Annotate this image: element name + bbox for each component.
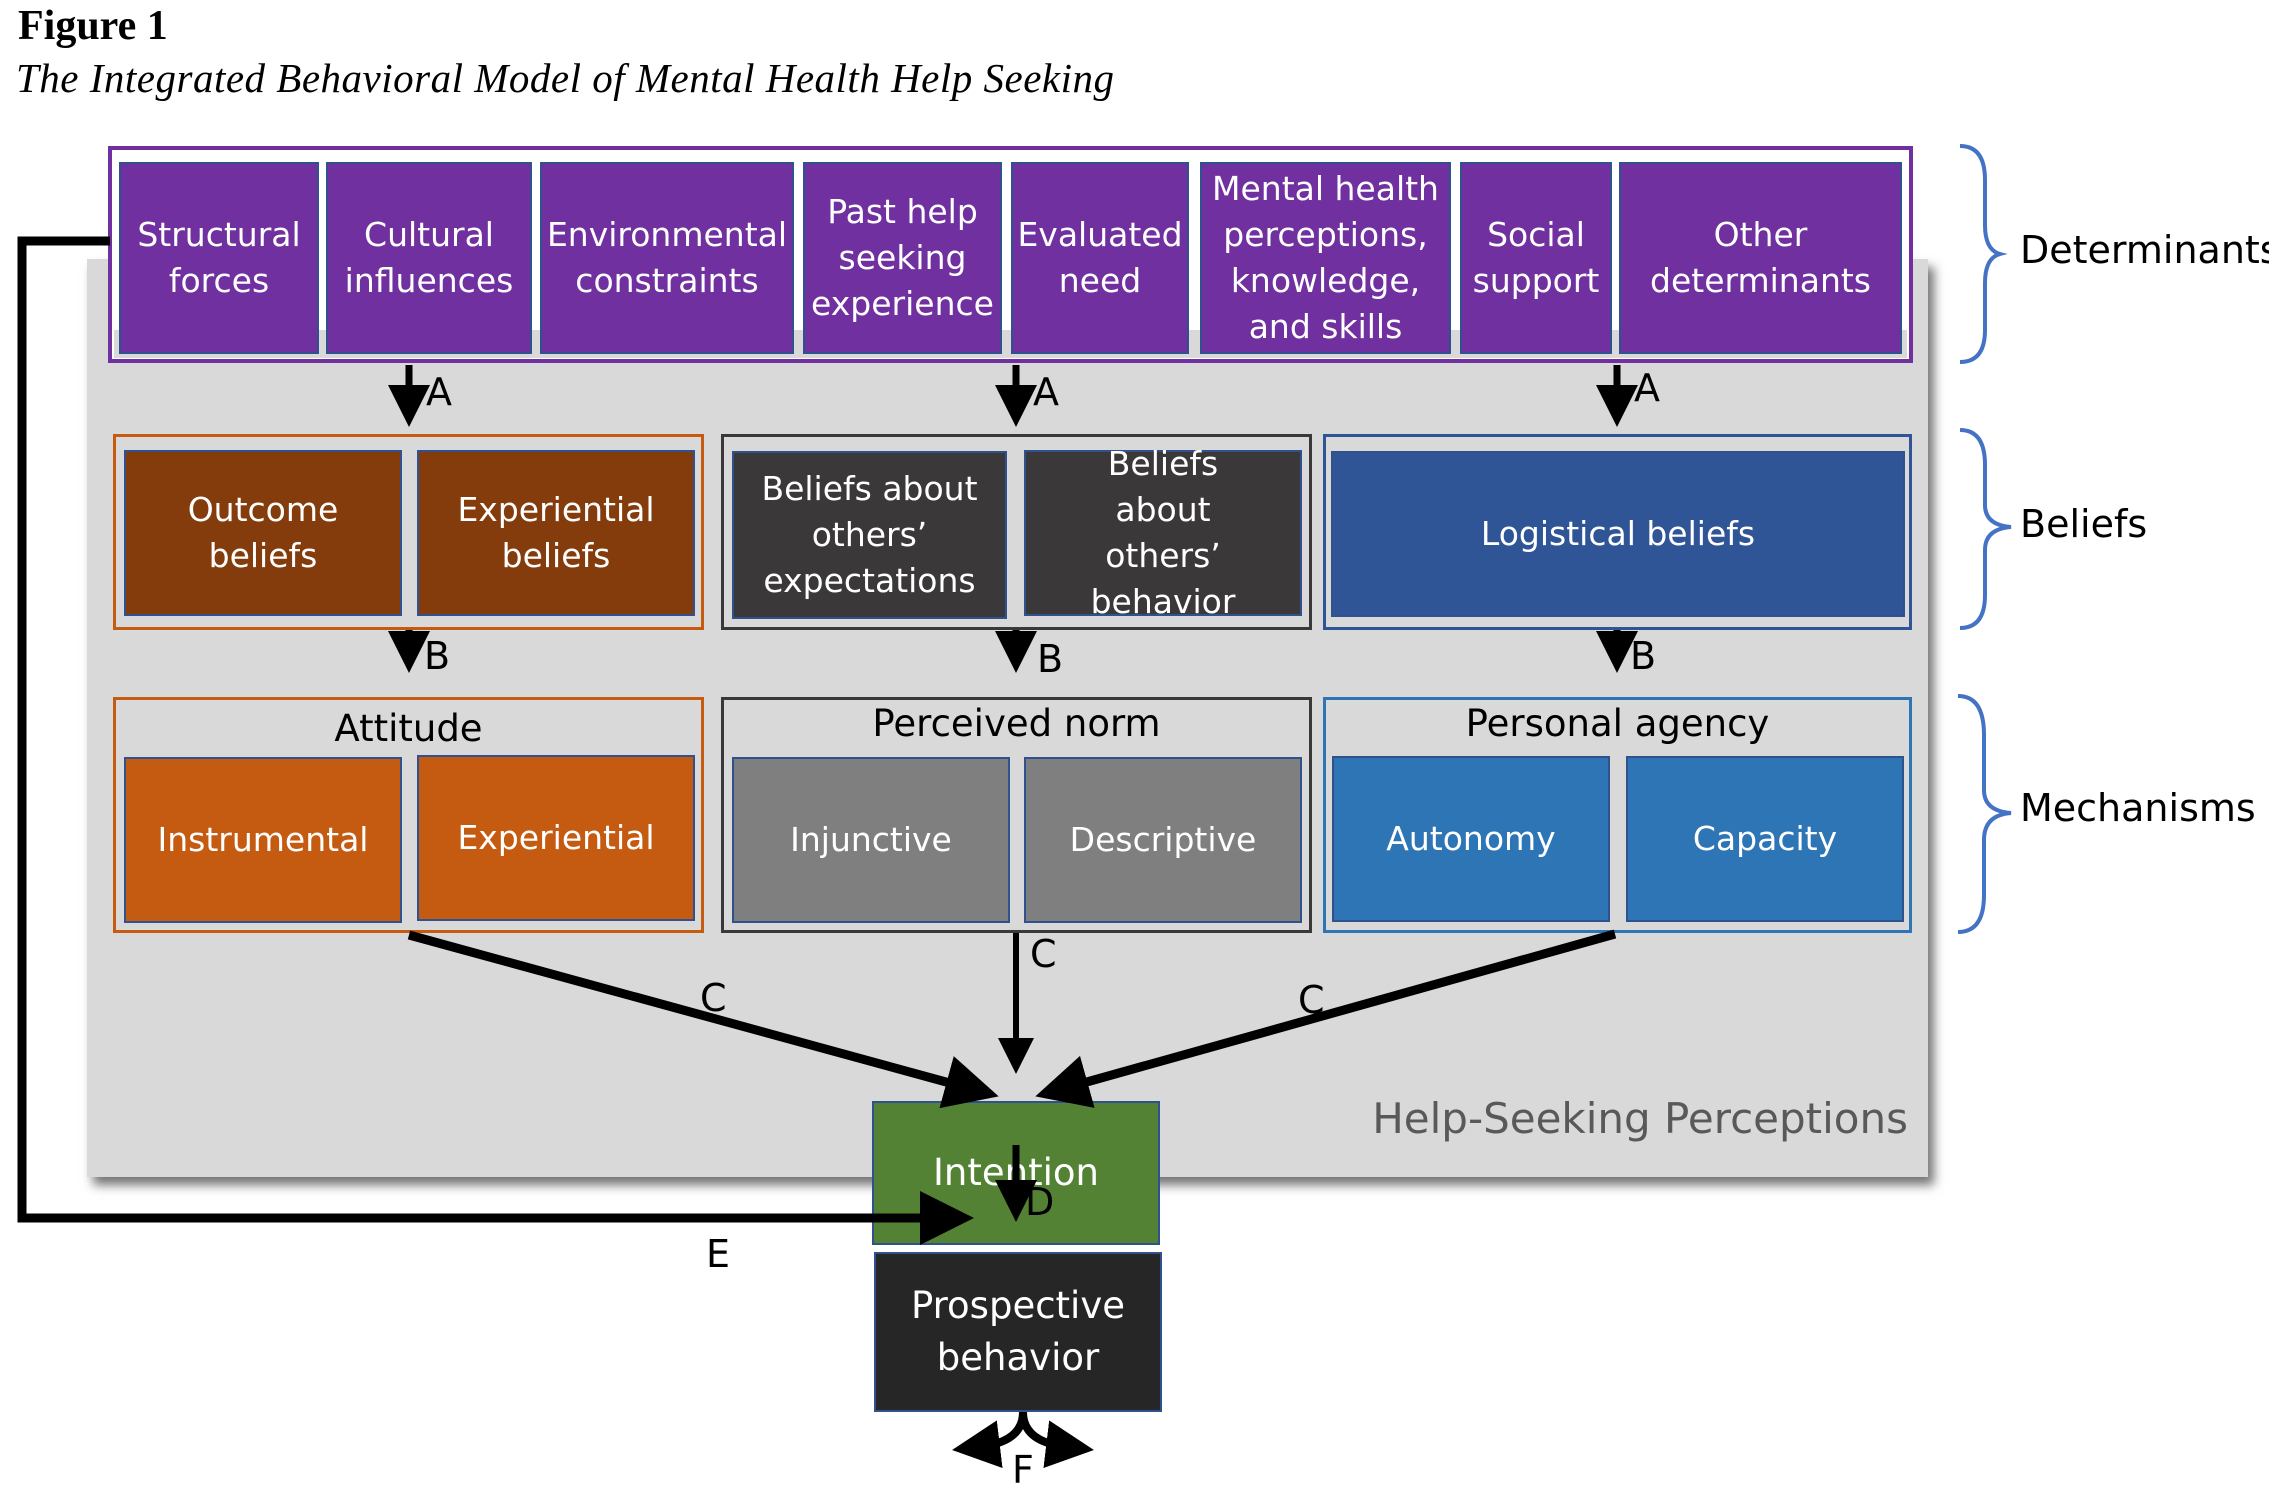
label-c-right: C bbox=[1298, 978, 1325, 1022]
label-f: F bbox=[1012, 1448, 1034, 1492]
side-label-determinants: Determinants bbox=[2020, 228, 2269, 272]
determinant-other: Other determinants bbox=[1619, 162, 1902, 354]
label-d: D bbox=[1025, 1180, 1055, 1224]
label-e: E bbox=[706, 1232, 731, 1276]
belief-others-expectations: Beliefs about others’ expectations bbox=[732, 451, 1007, 619]
personal-agency-group bbox=[1323, 697, 1912, 933]
label-a-middle: A bbox=[1033, 370, 1059, 414]
mechanism-descriptive: Descriptive bbox=[1024, 757, 1302, 923]
determinant-past-help-seeking: Past help seeking experience bbox=[803, 162, 1002, 354]
norm-beliefs-group bbox=[721, 434, 1312, 630]
label-b-right: B bbox=[1630, 634, 1657, 678]
label-c-left: C bbox=[700, 976, 727, 1020]
perceived-norm-title: Perceived norm bbox=[872, 702, 1161, 745]
path-b-arrows bbox=[388, 630, 1638, 673]
belief-others-behavior: Beliefs about others’ behavior bbox=[1024, 444, 1302, 621]
mechanism-experiential: Experiential bbox=[417, 755, 695, 921]
brace-determinants bbox=[1959, 144, 2008, 364]
side-label-beliefs: Beliefs bbox=[2020, 502, 2148, 546]
determinant-structural-forces: Structural forces bbox=[119, 162, 319, 354]
determinant-social-support: Social support bbox=[1460, 162, 1612, 354]
personal-agency-title: Personal agency bbox=[1465, 702, 1770, 745]
panel-label: Help-Seeking Perceptions bbox=[1372, 1094, 1908, 1143]
path-c-arrows bbox=[407, 929, 1617, 1109]
determinant-cultural-influences: Cultural influences bbox=[326, 162, 532, 354]
label-a-right: A bbox=[1634, 366, 1660, 410]
belief-experiential: Experiential beliefs bbox=[417, 450, 695, 616]
arrow-e-path bbox=[17, 236, 974, 1245]
path-a-arrows bbox=[388, 365, 1638, 427]
figure-label: Figure 1 bbox=[18, 3, 168, 49]
determinant-evaluated-need: Evaluated need bbox=[1011, 162, 1189, 354]
determinant-mental-health-perceptions: Mental health perceptions, knowledge, an… bbox=[1200, 162, 1451, 354]
label-c-middle: C bbox=[1030, 932, 1057, 976]
brace-beliefs bbox=[1959, 428, 2012, 630]
attitude-beliefs-group bbox=[113, 434, 704, 630]
perceived-norm-group bbox=[721, 697, 1312, 933]
arrow-c-right bbox=[1035, 929, 1617, 1108]
agency-beliefs-group bbox=[1323, 434, 1912, 630]
figure-title: The Integrated Behavioral Model of Menta… bbox=[16, 55, 1115, 101]
attitude-group bbox=[113, 697, 704, 933]
mechanism-injunctive: Injunctive bbox=[732, 757, 1010, 923]
side-label-mechanisms: Mechanisms bbox=[2020, 786, 2256, 830]
prospective-behavior-box: Prospective behavior bbox=[874, 1252, 1162, 1412]
arrow-f-feedback bbox=[952, 1411, 1094, 1469]
attitude-title: Attitude bbox=[334, 707, 483, 750]
brace-mechanisms bbox=[1957, 694, 2012, 934]
belief-outcome: Outcome beliefs bbox=[124, 450, 402, 616]
determinants-frame bbox=[108, 146, 1913, 363]
label-b-middle: B bbox=[1037, 637, 1064, 681]
mechanism-autonomy: Autonomy bbox=[1332, 756, 1610, 922]
mechanism-instrumental: Instrumental bbox=[124, 757, 402, 923]
mechanism-capacity: Capacity bbox=[1626, 756, 1904, 922]
arrow-c-left bbox=[407, 930, 999, 1109]
belief-logistical: Logistical beliefs bbox=[1331, 451, 1905, 617]
determinant-environmental-constraints: Environmental constraints bbox=[540, 162, 794, 354]
label-a-left: A bbox=[426, 370, 452, 414]
label-b-left: B bbox=[424, 634, 451, 678]
